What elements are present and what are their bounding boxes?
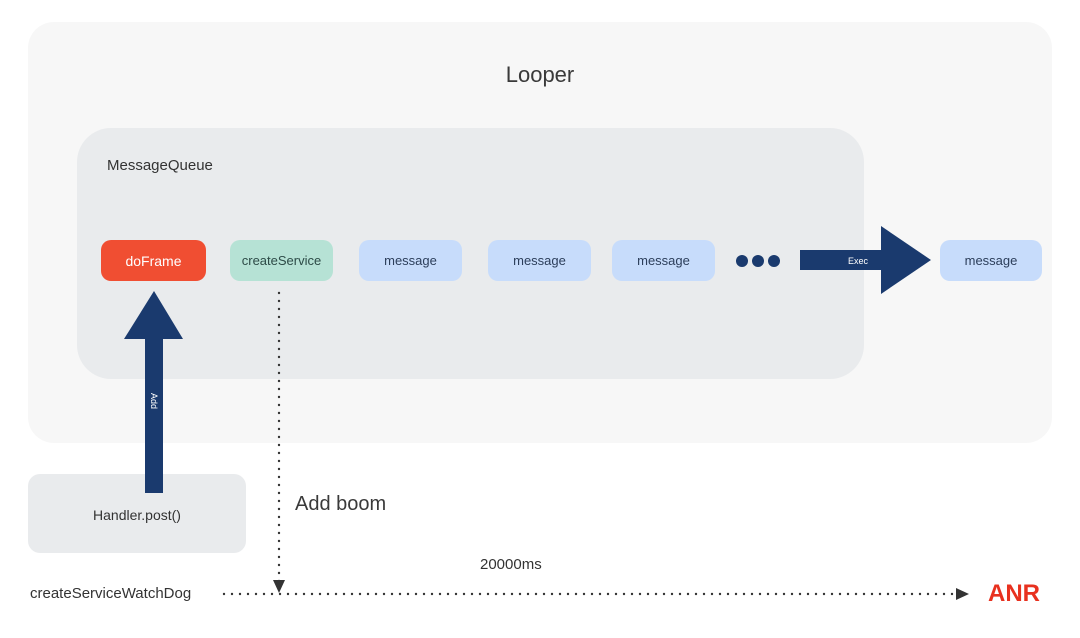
ellipsis-dot-3 bbox=[768, 255, 780, 267]
watchdog-timeline bbox=[222, 588, 969, 600]
timeout-label: 20000ms bbox=[480, 556, 542, 573]
queued-message-1: message bbox=[359, 240, 462, 281]
ellipsis-dot-1 bbox=[736, 255, 748, 267]
looper-title: Looper bbox=[505, 62, 575, 87]
add-boom-label: Add boom bbox=[295, 493, 387, 515]
queued-message-2: message bbox=[488, 240, 591, 281]
executed-message: message bbox=[940, 240, 1042, 281]
create-service-message: createService bbox=[230, 240, 333, 281]
message-queue-title: MessageQueue bbox=[107, 157, 213, 174]
message-queue-container bbox=[77, 128, 864, 379]
exec-arrow: Exec bbox=[800, 226, 931, 294]
doframe-message: doFrame bbox=[101, 240, 206, 281]
add-arrow: Add bbox=[124, 291, 183, 493]
queued-message-3: message bbox=[612, 240, 715, 281]
handler-box bbox=[28, 474, 246, 553]
anr-label: ANR bbox=[988, 580, 1040, 607]
handler-label: Handler.post() bbox=[93, 507, 181, 523]
ellipsis-dot-2 bbox=[752, 255, 764, 267]
exec-arrow-label: Exec bbox=[848, 256, 869, 266]
add-boom-dotted-line bbox=[273, 291, 285, 593]
add-arrow-label: Add bbox=[149, 393, 159, 409]
watchdog-label: createServiceWatchDog bbox=[30, 585, 192, 602]
